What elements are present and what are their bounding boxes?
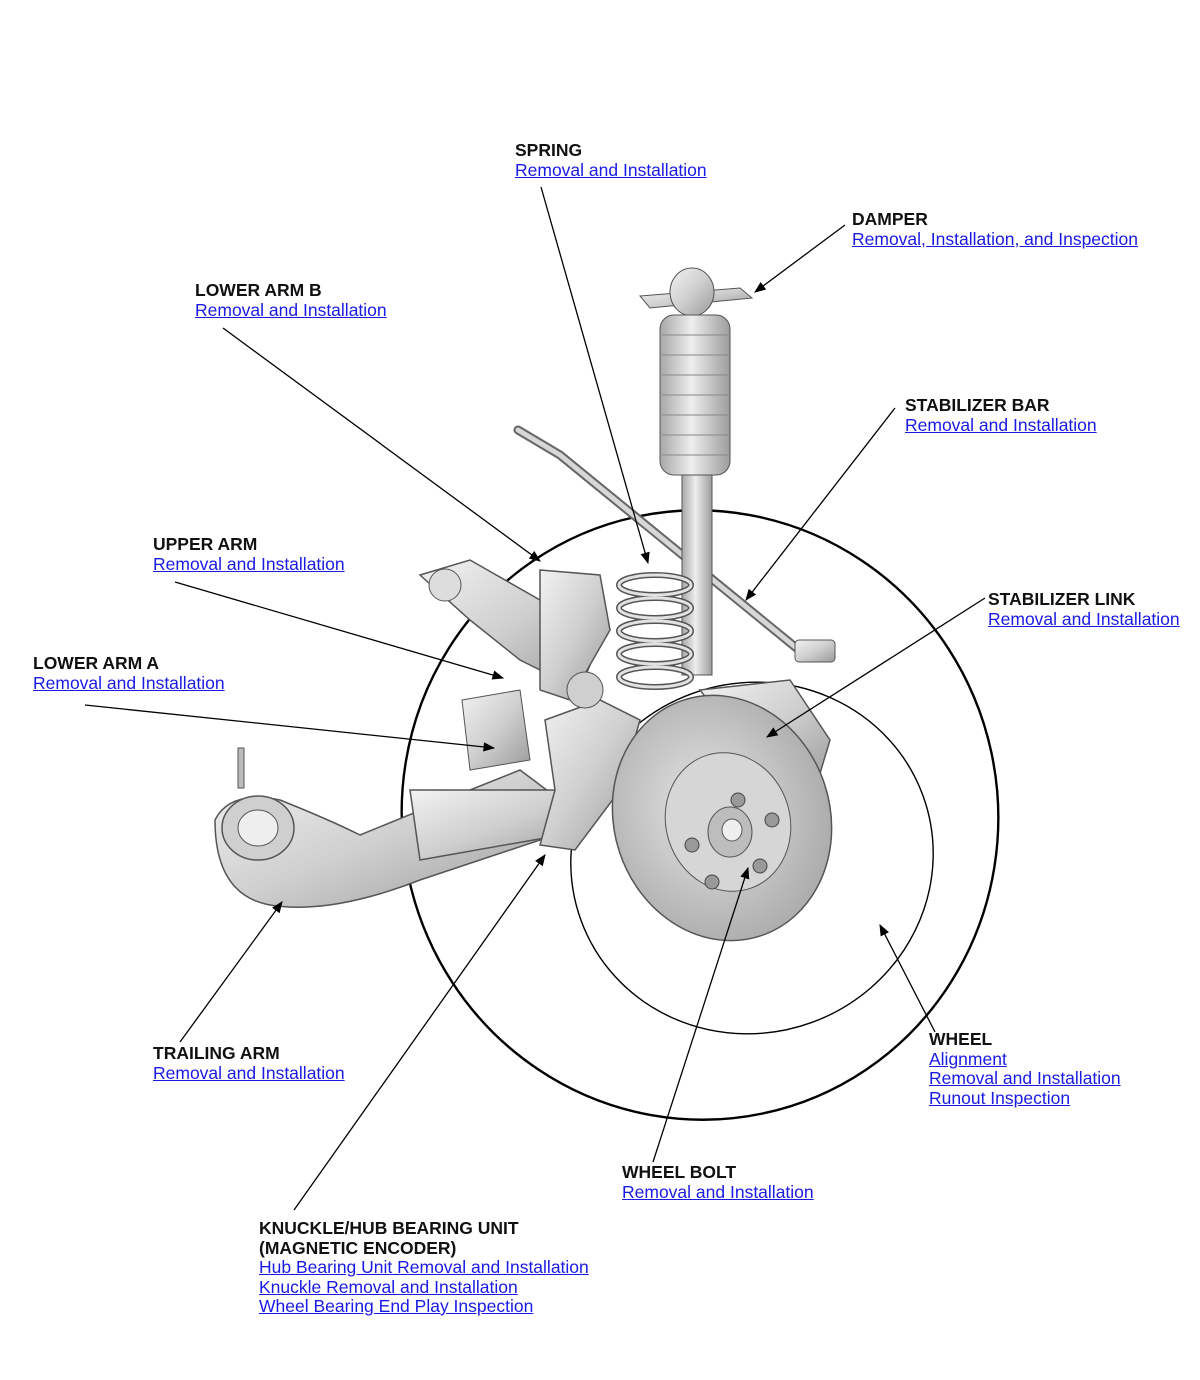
leader-lines: [84, 186, 986, 1211]
knuckle-removal-installation-link[interactable]: Knuckle Removal and Installation: [259, 1276, 518, 1297]
wheel-title: WHEEL: [929, 1029, 993, 1049]
wheel-runout-inspection-link[interactable]: Runout Inspection: [929, 1087, 1071, 1108]
stabilizer-link-title: STABILIZER LINK: [988, 589, 1136, 609]
trailing-arm-removal-installation-link[interactable]: Removal and Installation: [153, 1062, 345, 1083]
trailing-arm-title: TRAILING ARM: [153, 1043, 280, 1063]
damper-title: DAMPER: [852, 209, 928, 229]
upper-arm-shape: [418, 559, 611, 701]
lower-arm-b-title: LOWER ARM B: [195, 280, 322, 300]
callout-stabilizer-link: STABILIZER LINK Removal and Installation: [988, 589, 1180, 629]
brake-disc-shape: [611, 679, 833, 942]
knuckle-shape: [539, 671, 641, 851]
callout-wheel-bolt: WHEEL BOLT Removal and Installation: [622, 1162, 814, 1202]
lower-arm-a-shape: [409, 689, 592, 861]
callout-wheel: WHEEL Alignment Removal and Installation…: [929, 1029, 1121, 1108]
lower-arm-b-removal-installation-link[interactable]: Removal and Installation: [195, 299, 387, 320]
wheel-bolt-removal-installation-link[interactable]: Removal and Installation: [622, 1181, 814, 1202]
callout-upper-arm: UPPER ARM Removal and Installation: [153, 534, 345, 574]
spring-removal-installation-link[interactable]: Removal and Installation: [515, 159, 707, 180]
callout-lower-arm-a: LOWER ARM A Removal and Installation: [33, 653, 225, 693]
wheel-alignment-link[interactable]: Alignment: [929, 1048, 1007, 1069]
wheel-removal-installation-link[interactable]: Removal and Installation: [929, 1068, 1121, 1088]
rim-outline: [570, 681, 934, 1035]
spring-title: SPRING: [515, 140, 583, 160]
lower-arm-a-title: LOWER ARM A: [33, 653, 160, 673]
callout-stabilizer-bar: STABILIZER BAR Removal and Installation: [905, 395, 1097, 435]
callout-lower-arm-b: LOWER ARM B Removal and Installation: [195, 280, 387, 320]
callout-trailing-arm: TRAILING ARM Removal and Installation: [153, 1043, 345, 1083]
upper-arm-title: UPPER ARM: [153, 534, 258, 554]
knuckle-hub-title: KNUCKLE/HUB BEARING UNIT: [259, 1218, 519, 1238]
stabilizer-bar-title: STABILIZER BAR: [905, 395, 1050, 415]
wheel-bearing-end-play-inspection-link[interactable]: Wheel Bearing End Play Inspection: [259, 1296, 534, 1316]
stabilizer-bar-shape: [513, 425, 836, 663]
callout-knuckle-hub: KNUCKLE/HUB BEARING UNIT (MAGNETIC ENCOD…: [259, 1218, 589, 1317]
lower-arm-a-removal-installation-link[interactable]: Removal and Installation: [33, 672, 225, 693]
wheel-bolt-title: WHEEL BOLT: [622, 1162, 737, 1182]
damper-removal-installation-inspection-link[interactable]: Removal, Installation, and Inspection: [852, 228, 1138, 249]
stabilizer-link-removal-installation-link[interactable]: Removal and Installation: [988, 608, 1180, 629]
upper-arm-removal-installation-link[interactable]: Removal and Installation: [153, 553, 345, 574]
callout-spring: SPRING Removal and Installation: [515, 140, 707, 180]
hub-bearing-removal-installation-link[interactable]: Hub Bearing Unit Removal and Installatio…: [259, 1257, 589, 1277]
knuckle-hub-subtitle: (MAGNETIC ENCODER): [259, 1237, 457, 1258]
damper-shape: [638, 267, 754, 676]
callout-damper: DAMPER Removal, Installation, and Inspec…: [852, 209, 1138, 249]
stabilizer-bar-removal-installation-link[interactable]: Removal and Installation: [905, 414, 1097, 435]
